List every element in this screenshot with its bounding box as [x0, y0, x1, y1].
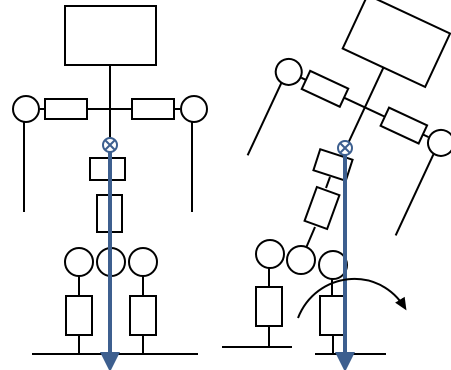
left-shin-block [65, 295, 93, 336]
right-shoulder-joint [180, 95, 208, 123]
tilted-head-block [341, 0, 451, 89]
right-shin-block [129, 295, 157, 336]
tilted-left-hip-joint [255, 239, 285, 269]
tilted-right-shoulder-joint [426, 128, 451, 157]
tilted-spine-line [344, 67, 385, 151]
tilted-right-forearm [394, 153, 435, 236]
left-hip-joint [64, 247, 94, 277]
tilted-robot-figure [222, 0, 451, 355]
tilted-right-upper-arm [379, 106, 429, 145]
tilted-right-shin-block [319, 295, 347, 336]
tilted-left-upper-arm [300, 69, 350, 109]
waist-block [89, 157, 126, 181]
tilted-center-hip-joint [286, 245, 316, 275]
tilted-left-forearm [246, 82, 283, 156]
center-of-mass-marker-icon [102, 137, 118, 153]
tilted-waist-block [312, 148, 354, 182]
right-upper-arm [131, 98, 175, 120]
tilted-waist-link [325, 176, 331, 189]
tilted-left-shin-block [255, 286, 283, 327]
tilted-pelvis-link [305, 226, 316, 249]
left-shoulder-joint [12, 95, 40, 123]
rotation-arrow-icon [297, 277, 407, 319]
right-hip-joint [128, 247, 158, 277]
tilted-pelvis-block [303, 185, 341, 231]
head-block [64, 5, 157, 66]
tilted-right-hip-joint [318, 250, 348, 280]
tilted-center-of-mass-marker-icon [337, 140, 353, 156]
left-upper-arm [44, 98, 88, 120]
tilted-left-shoulder-joint [274, 57, 303, 86]
